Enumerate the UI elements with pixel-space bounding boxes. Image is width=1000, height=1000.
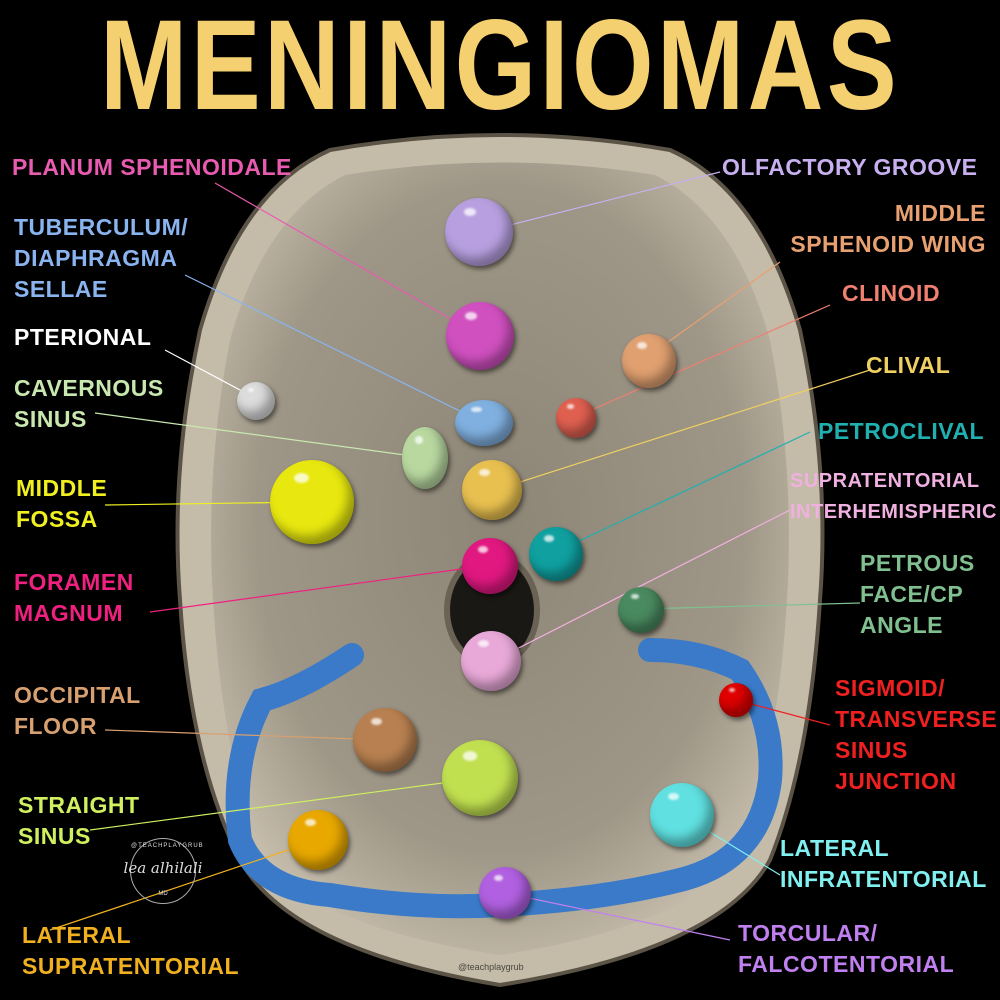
olfactory-groove-marker [445, 198, 513, 266]
label-clinoid: CLINOID [842, 280, 941, 306]
label-supratentorial-interhemispheric: SUPRATENTORIAL INTERHEMISPHERIC [790, 470, 997, 523]
lateral-supratentorial-marker [288, 810, 348, 870]
sigmoid-transverse-marker [719, 683, 753, 717]
occipital-floor-marker [353, 708, 417, 772]
label-straight-sinus: STRAIGHT SINUS [18, 792, 140, 849]
label-planum-sphenoidale: PLANUM SPHENOIDALE [12, 154, 292, 180]
clinoid-marker [556, 398, 596, 438]
lateral-infratentorial-marker [650, 783, 714, 847]
label-petroclival: PETROCLIVAL [818, 418, 985, 444]
label-torcular-falcotentorial: TORCULAR/ FALCOTENTORIAL [738, 920, 955, 977]
label-cavernous-sinus: CAVERNOUS SINUS [14, 375, 164, 432]
watermark-handle: @TEACHPLAYGRUB [131, 843, 204, 849]
torcular-marker [479, 867, 531, 919]
cavernous-sinus-marker [402, 427, 448, 489]
label-petrous-face-cp-angle: PETROUS FACE/CP ANGLE [860, 550, 975, 638]
petroclival-marker [529, 527, 583, 581]
middle-sphenoid-wing-marker [622, 334, 676, 388]
foramen-magnum-marker [462, 538, 518, 594]
label-occipital-floor: OCCIPITAL FLOOR [14, 682, 141, 739]
label-lateral-supratentorial: LATERAL SUPRATENTORIAL [22, 922, 239, 979]
label-tuberculum-sellae: TUBERCULUM/ DIAPHRAGMA SELLAE [14, 214, 189, 302]
supratentorial-interhemispheric-marker [461, 631, 521, 691]
label-middle-sphenoid-wing: MIDDLE SPHENOID WING [790, 200, 986, 257]
credit-handle: @teachplaygrub [458, 962, 524, 972]
label-olfactory-groove: OLFACTORY GROOVE [722, 154, 978, 180]
label-pterional: PTERIONAL [14, 324, 152, 350]
label-middle-fossa: MIDDLE FOSSA [16, 475, 108, 532]
tuberculum-sellae-marker [455, 400, 513, 446]
label-clival: CLIVAL [866, 352, 951, 378]
pterional-marker [237, 382, 275, 420]
label-sigmoid-transverse-junction: SIGMOID/ TRANSVERSE SINUS JUNCTION [835, 675, 998, 794]
watermark-signature: lea alhilali [123, 859, 203, 877]
straight-sinus-marker [442, 740, 518, 816]
title: MENINGIOMAS [100, 0, 900, 137]
clival-marker [462, 460, 522, 520]
label-lateral-infratentorial: LATERAL INFRATENTORIAL [780, 835, 987, 892]
author-watermark: @TEACHPLAYGRUB lea alhilali MD [124, 838, 204, 904]
planum-sphenoidale-marker [446, 302, 514, 370]
label-foramen-magnum: FORAMEN MAGNUM [14, 569, 134, 626]
watermark-suffix: MD [158, 891, 168, 897]
middle-fossa-marker [270, 460, 354, 544]
petrous-face-marker [618, 587, 664, 633]
